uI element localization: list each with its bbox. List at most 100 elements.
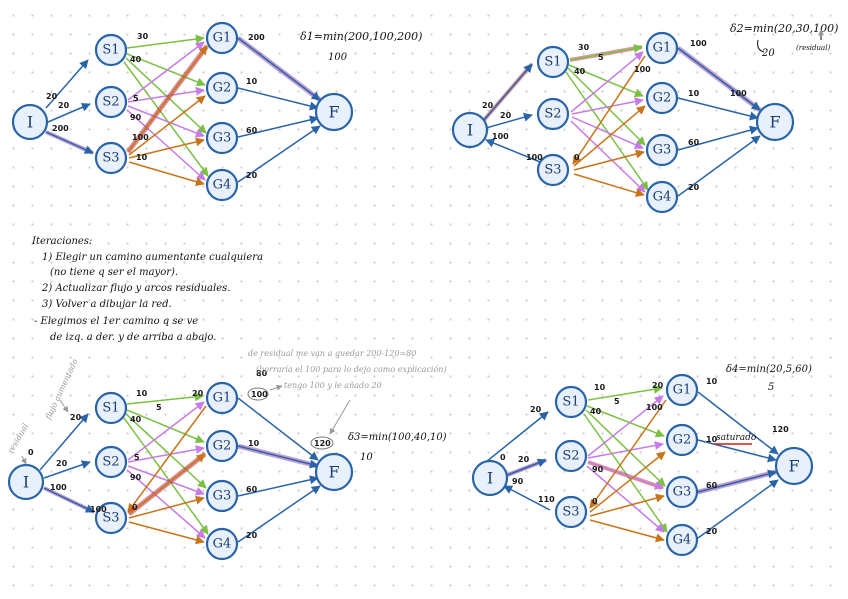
- cap3-S1-G1: 10: [136, 389, 148, 398]
- node-G3-2: G3: [645, 133, 679, 167]
- cap2-I-S1: 20: [482, 101, 494, 110]
- panel-4-delta: δ4=min(20,5,60): [726, 364, 812, 375]
- node-G2-4: G2: [665, 423, 699, 457]
- cap2-G1-F2: 100: [730, 89, 747, 98]
- cap-I-S3: 200: [52, 124, 69, 133]
- svg-text:I: I: [487, 469, 493, 488]
- node-G1-2: G1: [645, 31, 679, 65]
- svg-text:I: I: [467, 121, 473, 140]
- svg-text:F: F: [788, 457, 799, 476]
- cap-I-S1: 20: [46, 92, 58, 101]
- node-G2: G2: [205, 71, 239, 105]
- node-G1-4: G1: [665, 373, 699, 407]
- node-I: I: [11, 103, 49, 141]
- panel-2-delta-result: 20: [761, 48, 775, 59]
- cap4-S3-zero: 0: [592, 497, 598, 506]
- svg-text:G2: G2: [213, 439, 232, 454]
- cap-G4-F: 20: [246, 171, 258, 180]
- node-S3-4: S3: [554, 495, 588, 529]
- panel-4-saturated: saturado: [716, 433, 757, 443]
- cap2-G1-in: 100: [634, 65, 651, 74]
- cap3-G4-F: 20: [246, 531, 258, 540]
- node-G3: G3: [205, 121, 239, 155]
- panel-1-edges: [45, 34, 322, 187]
- panel-2-edges: [482, 44, 762, 197]
- node-S1-3: S1: [94, 391, 128, 425]
- cap3-S1-small: 5: [156, 403, 162, 412]
- node-G2-3: G2: [205, 429, 239, 463]
- svg-text:S3: S3: [102, 151, 119, 166]
- panel-4-delta-result: 5: [768, 382, 774, 393]
- cap4-G2-zero: 10: [706, 435, 718, 444]
- cap3-S3-zero: 0: [132, 503, 138, 512]
- svg-text:I: I: [23, 473, 29, 492]
- node-S2-2: S2: [536, 97, 570, 131]
- svg-text:G4: G4: [213, 178, 232, 193]
- node-G1-3: G1: [205, 381, 239, 415]
- notes-title: Iteraciones:: [31, 236, 92, 247]
- svg-text:S1: S1: [544, 55, 561, 70]
- svg-text:S3: S3: [544, 163, 561, 178]
- cap4-G1-top: 20: [652, 381, 664, 390]
- cap3-S2-G4: 90: [130, 473, 142, 482]
- cap2-S3-zero: 0: [574, 153, 580, 162]
- node-G2-2: G2: [645, 81, 679, 115]
- node-I-4: I: [471, 459, 509, 497]
- svg-text:G3: G3: [653, 143, 672, 158]
- svg-text:G3: G3: [213, 131, 232, 146]
- cap4-S2-G3: 90: [592, 465, 604, 474]
- panel-3-gray-note-2: (borraría el 100 para lo dejo como expli…: [256, 365, 447, 374]
- cap2-G2-F: 10: [688, 89, 700, 98]
- cap3-I-res: 0: [28, 448, 34, 457]
- node-F-2: F: [755, 102, 795, 142]
- panel-3-delta: δ3=min(100,40,10): [348, 432, 447, 443]
- cap2-S1-G2: 40: [574, 67, 586, 76]
- svg-text:S1: S1: [102, 43, 119, 58]
- svg-text:G2: G2: [213, 81, 232, 96]
- svg-text:S2: S2: [544, 107, 561, 122]
- node-S3-3: S3: [94, 501, 128, 535]
- panel-1-delta: δ1=min(200,100,200): [300, 30, 422, 43]
- notes-step-2: 2) Actualizar flujo y arcos residuales.: [41, 283, 230, 294]
- cap3-I-S1: 20: [70, 413, 82, 422]
- svg-text:S3: S3: [102, 511, 119, 526]
- cap3-S3-G1: 100: [90, 505, 107, 514]
- svg-text:G2: G2: [653, 91, 672, 106]
- notes-choice: - Elegimos el 1er camino q se ve: [34, 316, 198, 327]
- svg-text:G3: G3: [213, 489, 232, 504]
- notes-step-1b: (no tiene q ser el mayor).: [50, 267, 178, 278]
- notes-step-1: 1) Elegir un camino aumentante cualquier…: [42, 252, 263, 263]
- cap3-I-S2: 20: [56, 459, 68, 468]
- cap4-S1-G2: 40: [590, 407, 602, 416]
- node-S2-3: S2: [94, 445, 128, 479]
- cap4-I-S1: 20: [530, 405, 542, 414]
- node-S3-2: S3: [536, 153, 570, 187]
- svg-text:S2: S2: [102, 95, 119, 110]
- panel-3-gray-note-3: tengo 100 y le añado 20: [284, 381, 382, 390]
- cap3-G1-circ: 100: [251, 390, 268, 399]
- svg-text:G4: G4: [213, 537, 232, 552]
- svg-text:G1: G1: [673, 383, 692, 398]
- node-S3: S3: [94, 141, 128, 175]
- cap3-F-in: 120: [314, 439, 331, 448]
- notes-step-3: 3) Volver a dibujar la red.: [42, 299, 172, 310]
- cap-G2-F: 10: [246, 77, 258, 86]
- cap-S3-small: 10: [136, 153, 148, 162]
- cap-S3-G1: 100: [132, 133, 149, 142]
- cap-G3-F: 60: [246, 126, 258, 135]
- panel-3-gray-note-1: de residual me van a quedar 200-120=80: [248, 349, 416, 358]
- node-I-3: I: [7, 463, 45, 501]
- cap-S1-G1: 30: [137, 32, 149, 41]
- svg-text:F: F: [328, 463, 339, 482]
- cap3-S2-G3: 5: [134, 453, 140, 462]
- panel-2-residual-note: (residual): [796, 44, 830, 52]
- svg-text:S2: S2: [102, 455, 119, 470]
- cap2-G1-F: 100: [690, 39, 707, 48]
- cap-S1-G2: 40: [130, 55, 142, 64]
- node-G4-2: G4: [645, 180, 679, 214]
- cap4-S1-small: 5: [614, 397, 620, 406]
- svg-text:S2: S2: [562, 449, 579, 464]
- svg-text:G1: G1: [213, 31, 232, 46]
- svg-text:F: F: [328, 103, 339, 122]
